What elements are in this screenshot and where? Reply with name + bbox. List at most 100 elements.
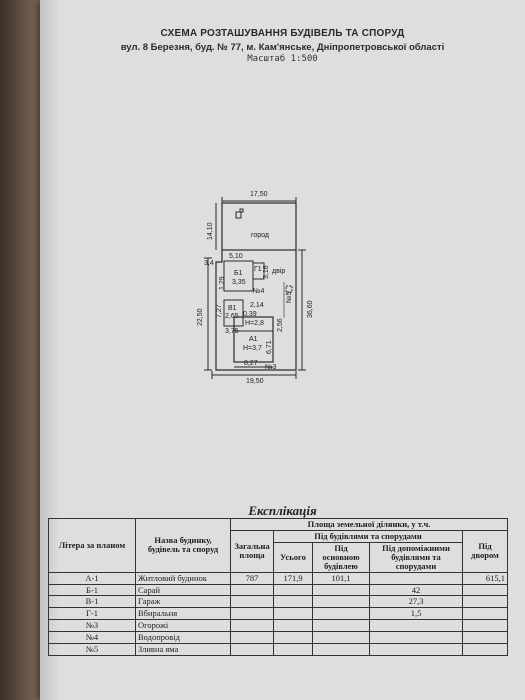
header-all: Усього bbox=[273, 541, 313, 573]
dim-5-10: 5,10 bbox=[229, 253, 243, 260]
header-total: Загальна площа bbox=[230, 529, 274, 573]
header-yard: Під двором bbox=[462, 529, 508, 573]
header-letter: Літера за планом bbox=[48, 518, 136, 573]
cell-aux bbox=[369, 571, 463, 585]
cell-name: Житловий будинок bbox=[135, 571, 231, 585]
document-title: СХЕМА РОЗТАШУВАННЯ БУДІВЕЛЬ ТА СПОРУД bbox=[160, 28, 405, 39]
cell-aux: 1,5 bbox=[369, 607, 463, 621]
header-name: Назва будинку, будівель та споруд bbox=[135, 518, 231, 573]
cell-all bbox=[273, 631, 313, 645]
header-area-group: Площа земельної ділянки, у т.ч. bbox=[230, 518, 508, 531]
cell-main bbox=[312, 595, 370, 609]
label-n3: №3 bbox=[265, 364, 277, 371]
cell-yard bbox=[462, 595, 508, 609]
dim-7-27: 7,27 bbox=[216, 304, 223, 318]
label-h37: Н=3,7 bbox=[243, 345, 262, 352]
cell-aux: 42 bbox=[369, 583, 463, 597]
cell-name: Зливна яма bbox=[135, 643, 231, 657]
table-row: В-1 Гараж 27,3 bbox=[48, 595, 508, 609]
label-g1: Г1 bbox=[254, 266, 262, 273]
cell-aux: 27,3 bbox=[369, 595, 463, 609]
label-n5: №5 bbox=[286, 291, 293, 303]
dim-3-16: 3,16 bbox=[263, 265, 270, 279]
cell-main bbox=[312, 631, 370, 645]
table-row: №4 Водопровід bbox=[48, 631, 508, 645]
cell-all bbox=[273, 583, 313, 597]
cell-yard: 615,1 bbox=[462, 571, 508, 585]
document-sheet: СХЕМА РОЗТАШУВАННЯ БУДІВЕЛЬ ТА СПОРУД ву… bbox=[40, 0, 525, 700]
dim-bottom: 19,50 bbox=[246, 378, 264, 385]
cell-letter: Г-1 bbox=[48, 607, 136, 621]
dim-6-71: 6,71 bbox=[266, 340, 273, 354]
cell-total bbox=[230, 643, 274, 657]
cell-all bbox=[273, 643, 313, 657]
cell-yard bbox=[462, 607, 508, 621]
table-row: №5 Зливна яма bbox=[48, 643, 508, 657]
dim-3-35: 3,35 bbox=[232, 279, 246, 286]
cell-letter: №5 bbox=[48, 643, 136, 657]
label-a1: А1 bbox=[249, 336, 258, 343]
cell-total bbox=[230, 631, 274, 645]
table-row: Г-1 Вбиральня 1,5 bbox=[48, 607, 508, 621]
explication-rows: А-1 Житловий будинок 787 171,9 101,1 615… bbox=[48, 571, 508, 657]
cell-name: Огорожі bbox=[135, 619, 231, 633]
cell-name: Водопровід bbox=[135, 631, 231, 645]
cell-total: 787 bbox=[230, 571, 274, 585]
dim-top: 17,50 bbox=[250, 191, 268, 198]
site-plan bbox=[204, 197, 306, 379]
dim-0-39: 0,39 bbox=[243, 311, 257, 318]
cell-total bbox=[230, 619, 274, 633]
cell-name: Вбиральня bbox=[135, 607, 231, 621]
dim-3-75: 3,75 bbox=[225, 328, 239, 335]
dim-left-lower: 22,50 bbox=[197, 308, 204, 326]
label-v1: В1 bbox=[228, 305, 237, 312]
dim-2-65: 2,65 bbox=[225, 313, 239, 320]
table-row: Б-1 Сарай 42 bbox=[48, 583, 508, 597]
cell-name: Гараж bbox=[135, 595, 231, 609]
explication-table: Літера за планом Назва будинку, будівель… bbox=[48, 518, 508, 657]
cell-letter: А-1 bbox=[48, 571, 136, 585]
label-h28: Н=2,8 bbox=[245, 320, 264, 327]
cell-letter: №4 bbox=[48, 631, 136, 645]
dim-1-29: 1,29 bbox=[219, 276, 226, 290]
cell-aux bbox=[369, 631, 463, 645]
dim-right: 36,60 bbox=[307, 300, 314, 318]
cell-yard bbox=[462, 643, 508, 657]
cell-aux bbox=[369, 643, 463, 657]
table-row: А-1 Житловий будинок 787 171,9 101,1 615… bbox=[48, 571, 508, 585]
table-row: №3 Огорожі bbox=[48, 619, 508, 633]
cell-name: Сарай bbox=[135, 583, 231, 597]
label-n4: №4 bbox=[253, 288, 265, 295]
cell-main bbox=[312, 643, 370, 657]
cell-main bbox=[312, 619, 370, 633]
dim-2-56: 2,56 bbox=[277, 318, 284, 332]
cell-yard bbox=[462, 619, 508, 633]
cell-total bbox=[230, 607, 274, 621]
explication-title: Експлікація bbox=[248, 503, 317, 518]
cell-all bbox=[273, 619, 313, 633]
cell-total bbox=[230, 583, 274, 597]
dim-2-14: 2,14 bbox=[250, 302, 264, 309]
label-gorod: город bbox=[251, 232, 270, 239]
cell-main bbox=[312, 607, 370, 621]
cell-aux bbox=[369, 619, 463, 633]
scale-label: Масштаб 1:500 bbox=[247, 54, 318, 64]
header-under-buildings: Під будівлями та спорудами bbox=[273, 529, 463, 543]
dim-bottom-inner: 8,27 bbox=[244, 360, 258, 367]
label-b1: Б1 bbox=[234, 270, 243, 277]
document-address: вул. 8 Березня, буд. № 77, м. Кам'янське… bbox=[120, 42, 445, 53]
cell-all bbox=[273, 607, 313, 621]
cell-main: 101,1 bbox=[312, 571, 370, 585]
cell-yard bbox=[462, 631, 508, 645]
label-dvir: двір bbox=[272, 268, 286, 275]
dim-3-4: 3,4 bbox=[204, 260, 214, 267]
header-main: Під основною будівлею bbox=[312, 541, 370, 573]
cell-letter: Б-1 bbox=[48, 583, 136, 597]
cell-all bbox=[273, 595, 313, 609]
cell-main bbox=[312, 583, 370, 597]
cell-all: 171,9 bbox=[273, 571, 313, 585]
header-aux: Під допоміжними будівлями та спорудами bbox=[369, 541, 463, 573]
dim-left-upper: 14,10 bbox=[207, 222, 214, 240]
cell-letter: №3 bbox=[48, 619, 136, 633]
cell-yard bbox=[462, 583, 508, 597]
